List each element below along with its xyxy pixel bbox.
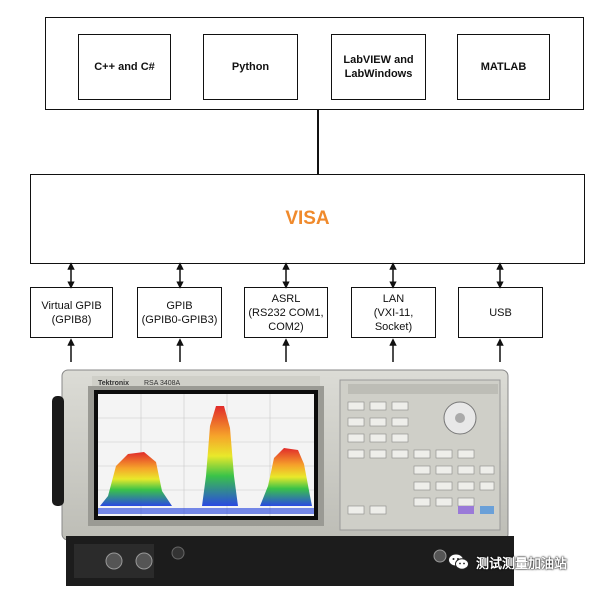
wechat-icon (448, 553, 469, 570)
spectrum-analyzer-icon: Tektronix RSA 3408A (52, 369, 514, 586)
interface-label: USB (489, 306, 512, 319)
interface-label: ASRL (RS232 COM1, COM2) (248, 292, 324, 333)
instrument-brand: Tektronix (98, 380, 129, 387)
language-box-labview: LabVIEW and LabWindows (331, 34, 426, 100)
instrument-model: RSA 3408A (144, 380, 181, 387)
watermark: 测试测量加油站 (448, 550, 588, 574)
language-label: C++ and C# (94, 61, 155, 73)
language-box-matlab: MATLAB (457, 34, 550, 100)
interface-box-usb: USB (458, 287, 543, 338)
interface-box-lan: LAN (VXI-11, Socket) (351, 287, 436, 338)
interface-label: Virtual GPIB (GPIB8) (41, 299, 102, 326)
language-label: MATLAB (480, 61, 527, 73)
interface-label: GPIB (GPIB0-GPIB3) (141, 299, 218, 326)
visa-layer: VISA (30, 174, 585, 264)
interface-label: LAN (VXI-11, Socket) (373, 292, 414, 333)
language-box-cpp: C++ and C# (78, 34, 171, 100)
visa-label: VISA (285, 208, 330, 229)
interface-box-virtual-gpib: Virtual GPIB (GPIB8) (30, 287, 113, 338)
interface-box-gpib: GPIB (GPIB0-GPIB3) (137, 287, 222, 338)
interface-box-asrl: ASRL (RS232 COM1, COM2) (244, 287, 328, 338)
language-box-python: Python (203, 34, 298, 100)
language-label: Python (231, 61, 270, 73)
language-label: LabVIEW and LabWindows (343, 54, 414, 80)
watermark-text: 测试测量加油站 (476, 555, 568, 571)
